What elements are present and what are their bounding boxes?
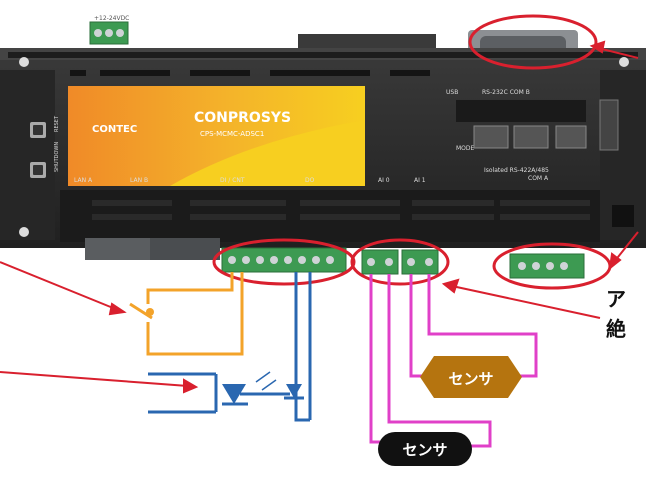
sensor-2-label: センサ [402, 441, 447, 459]
top-bracket [298, 34, 436, 48]
power-label: +12-24VDC [94, 15, 129, 22]
lan-a-label: LAN A [74, 177, 93, 184]
ai1-label: AI 1 [414, 177, 426, 184]
model-number: CPS-MCMC-ADSC1 [200, 130, 264, 138]
di-terminal-block [221, 247, 347, 273]
di-cnt-label: DI / CNT [220, 177, 245, 184]
reset-label: RESET [54, 115, 60, 132]
device-label-panel: CONTEC CONPROSYS CPS-MCMC-ADSC1 [68, 86, 365, 186]
callout-ai [350, 238, 450, 286]
ai1-terminal-block [401, 249, 439, 275]
callout-arrows [0, 40, 639, 394]
brand-name: CONPROSYS [194, 110, 291, 126]
relay-wiring [129, 272, 244, 356]
contec-logo: CONTEC [92, 124, 137, 135]
com-b-label: RS-232C COM B [482, 89, 530, 96]
lan-b-label: LAN B [130, 177, 148, 184]
com-a-sub-label: COM A [528, 175, 549, 182]
photocoupler-wiring [148, 272, 312, 422]
power-terminal [89, 21, 129, 45]
com-a-label: Isolated RS-422A/485 [484, 167, 549, 174]
sensor-1: センサ [420, 356, 522, 398]
callout-dsub [468, 14, 598, 70]
do-label: DO [305, 177, 315, 184]
ai0-terminal-block [361, 249, 399, 275]
callout-di [212, 238, 356, 286]
sensor-2: センサ [378, 432, 472, 466]
usb-label: USB [446, 89, 458, 96]
side-note-line1: ア [606, 287, 626, 311]
side-note-line2: 絶 [606, 317, 626, 341]
shutdown-label: SHUTDOWN [54, 142, 60, 172]
sensor-1-label: センサ [448, 370, 493, 388]
ai0-label: AI 0 [378, 177, 390, 184]
com-a-terminal-block [509, 253, 585, 279]
mode-label: MODE [456, 145, 475, 152]
status-led-block [456, 99, 619, 151]
